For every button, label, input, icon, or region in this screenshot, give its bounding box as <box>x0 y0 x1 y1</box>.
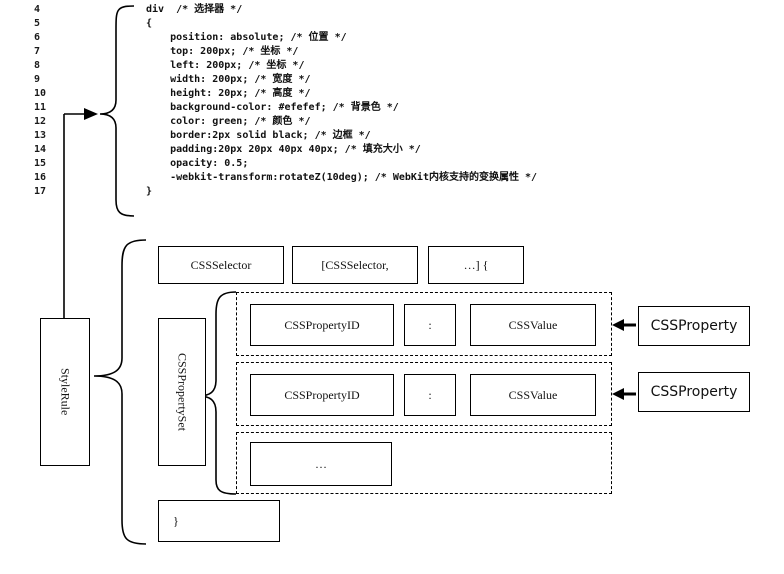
property-id-box-1: CSSPropertyID <box>250 304 394 346</box>
selector-label-3: …] { <box>463 257 489 272</box>
code-line: { <box>146 18 153 29</box>
selector-box-3: …] { <box>428 246 524 284</box>
line-number: 16 <box>34 172 47 183</box>
colon-box-2: : <box>404 374 456 416</box>
arrow-head-icon <box>612 388 624 400</box>
line-number: 6 <box>34 32 41 43</box>
code-line: width: 200px; /* 宽度 */ <box>146 74 311 85</box>
code-line: background-color: #efefef; /* 背景色 */ <box>146 102 399 113</box>
code-line: } <box>146 186 153 197</box>
line-number: 9 <box>34 74 41 85</box>
code-line: border:2px solid black; /* 边框 */ <box>146 130 371 141</box>
closing-brace-box: } <box>158 500 280 542</box>
arrow-head-icon <box>84 108 98 120</box>
style-rule-label: StyleRule <box>58 368 73 416</box>
code-brace <box>99 5 135 217</box>
css-property-box-2: CSSProperty <box>638 372 750 412</box>
colon-box-1: : <box>404 304 456 346</box>
code-line: position: absolute; /* 位置 */ <box>146 32 347 43</box>
css-property-label: CSSProperty <box>650 384 738 400</box>
selector-label-1: CSSSelector <box>190 257 252 272</box>
line-number: 10 <box>34 88 47 99</box>
property-id-label: CSSPropertyID <box>284 317 360 332</box>
colon-label: : <box>428 317 432 332</box>
line-number: 7 <box>34 46 41 57</box>
property-row-3 <box>236 432 612 494</box>
stylerule-brace <box>93 239 147 545</box>
css-value-box-1: CSSValue <box>470 304 596 346</box>
selector-box-1: CSSSelector <box>158 246 284 284</box>
property-id-label: CSSPropertyID <box>284 387 360 402</box>
selector-box-2: [CSSSelector, <box>292 246 418 284</box>
line-number: 13 <box>34 130 47 141</box>
css-value-box-2: CSSValue <box>470 374 596 416</box>
css-value-label: CSSValue <box>508 387 558 402</box>
code-line: -webkit-transform:rotateZ(10deg); /* Web… <box>146 172 538 183</box>
line-number: 17 <box>34 186 47 197</box>
property-id-box-2: CSSPropertyID <box>250 374 394 416</box>
code-line: padding:20px 20px 40px 40px; /* 填充大小 */ <box>146 144 421 155</box>
code-line: div /* 选择器 */ <box>146 4 243 15</box>
property-row-1 <box>236 292 612 356</box>
line-number: 11 <box>34 102 47 113</box>
colon-label: : <box>428 387 432 402</box>
line-number: 5 <box>34 18 41 29</box>
style-rule-box: StyleRule <box>40 318 90 466</box>
css-property-label: CSSProperty <box>650 318 738 334</box>
property-set-label: CSSPropertySet <box>175 352 190 431</box>
line-number: 12 <box>34 116 47 127</box>
code-line: opacity: 0.5; <box>146 158 249 169</box>
code-line: color: green; /* 颜色 */ <box>146 116 311 127</box>
line-number: 4 <box>34 4 41 15</box>
closing-brace-label: } <box>173 513 179 528</box>
property-set-box: CSSPropertySet <box>158 318 206 466</box>
arrow-head-icon <box>612 319 624 331</box>
code-line: left: 200px; /* 坐标 */ <box>146 60 305 71</box>
property-row-2 <box>236 362 612 426</box>
line-number: 14 <box>34 144 47 155</box>
selector-label-2: [CSSSelector, <box>321 257 389 272</box>
code-line: height: 20px; /* 高度 */ <box>146 88 311 99</box>
code-line: top: 200px; /* 坐标 */ <box>146 46 299 57</box>
ellipsis-label: … <box>315 456 327 471</box>
ellipsis-box: … <box>250 442 392 486</box>
css-value-label: CSSValue <box>508 317 558 332</box>
css-property-box-1: CSSProperty <box>638 306 750 346</box>
line-number: 8 <box>34 60 41 71</box>
line-number: 15 <box>34 158 47 169</box>
